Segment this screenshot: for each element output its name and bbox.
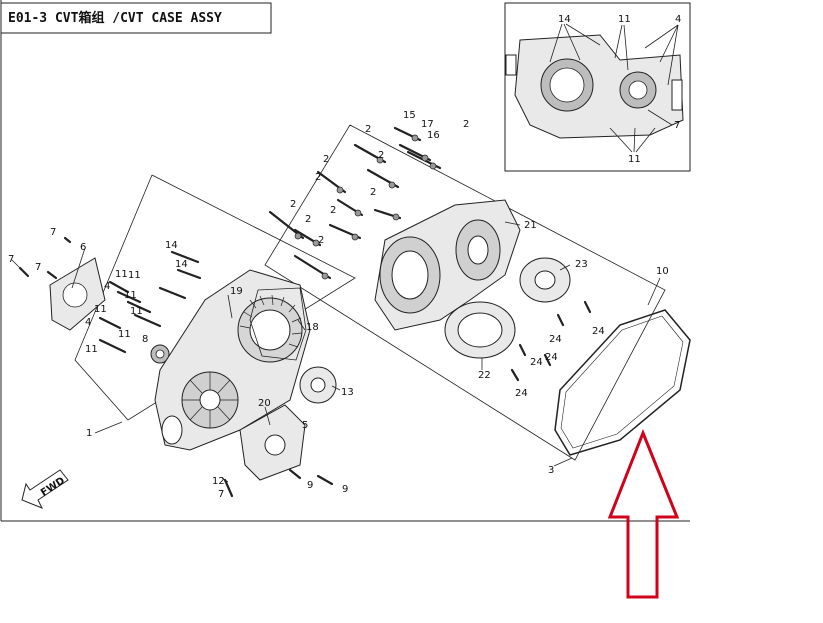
callout-labels: 7 6 7 7 14 14 11 11 11 11 4 11 4 11 11 8…: [8, 110, 669, 500]
callout-24: 24: [545, 352, 558, 363]
callout-22: 22: [478, 370, 491, 381]
callout-9: 9: [307, 480, 313, 491]
title-block: E01-3 CVT箱组 /CVT CASE ASSY: [0, 2, 272, 34]
callout-19: 19: [230, 286, 243, 297]
callout-20: 20: [258, 398, 271, 409]
callout-16: 16: [427, 130, 440, 141]
callout-11: 11: [128, 270, 141, 281]
callout-10: 10: [656, 266, 669, 277]
inset-callout-14: 14: [558, 14, 571, 25]
inset-callout-11-top: 11: [618, 14, 631, 25]
callout-11: 11: [85, 344, 98, 355]
callout-23: 23: [575, 259, 588, 270]
callout-4: 4: [85, 317, 91, 328]
callout-15: 15: [403, 110, 416, 121]
callout-24: 24: [515, 388, 528, 399]
callout-2: 2: [378, 150, 384, 161]
callout-13: 13: [341, 387, 354, 398]
leader-lines: [11, 221, 661, 483]
callout-2: 2: [290, 199, 296, 210]
callout-2: 2: [330, 205, 336, 216]
callout-21: 21: [524, 220, 537, 231]
highlight-arrow: [607, 428, 680, 599]
callout-2: 2: [463, 119, 469, 130]
callout-2: 2: [318, 235, 324, 246]
top-bolt-set: [268, 126, 442, 280]
callout-8: 8: [142, 334, 148, 345]
callout-2: 2: [370, 187, 376, 198]
callout-11: 11: [124, 290, 137, 301]
callout-2: 2: [323, 154, 329, 165]
group-frame-right: [264, 124, 666, 461]
callout-7: 7: [8, 254, 14, 265]
part-21-cvt-outer-case: [374, 199, 521, 331]
part-18-gasket: [249, 287, 307, 361]
callout-24: 24: [530, 357, 543, 368]
callout-4: 4: [104, 281, 110, 292]
callout-12: 12: [212, 476, 225, 487]
inset-view: 14 11 4 7 11: [504, 2, 691, 172]
callout-18: 18: [306, 322, 319, 333]
callout-5: 5: [302, 420, 308, 431]
inset-callout-11-bottom: 11: [628, 154, 641, 165]
part-1-crankcase: [154, 269, 311, 451]
inset-callout-7: 7: [674, 120, 680, 131]
callout-7: 7: [218, 489, 224, 500]
callout-11: 11: [118, 329, 131, 340]
bolt-set-24: [510, 300, 592, 382]
fwd-direction-arrow: FWD: [21, 469, 69, 509]
callout-7: 7: [35, 262, 41, 273]
callout-2: 2: [365, 124, 371, 135]
callout-1: 1: [86, 428, 92, 439]
inset-callout-4: 4: [675, 14, 681, 25]
callout-3: 3: [548, 465, 554, 476]
diagram-title: E01-3 CVT箱组 /CVT CASE ASSY: [8, 10, 222, 26]
callout-24: 24: [549, 334, 562, 345]
callout-11: 11: [94, 304, 107, 315]
callout-2: 2: [315, 172, 321, 183]
left-bolt-set: [18, 236, 202, 354]
callout-17: 17: [421, 119, 434, 130]
callout-11: 11: [115, 269, 128, 280]
callout-14: 14: [165, 240, 178, 251]
callout-14: 14: [175, 259, 188, 270]
callout-24: 24: [592, 326, 605, 337]
part-10-cvt-cover-gasket: [554, 309, 691, 456]
callout-7: 7: [50, 227, 56, 238]
callout-11: 11: [130, 306, 143, 317]
callout-9: 9: [342, 484, 348, 495]
callout-2: 2: [305, 214, 311, 225]
callout-6: 6: [80, 242, 86, 253]
bottom-bolt-set: [223, 468, 334, 498]
